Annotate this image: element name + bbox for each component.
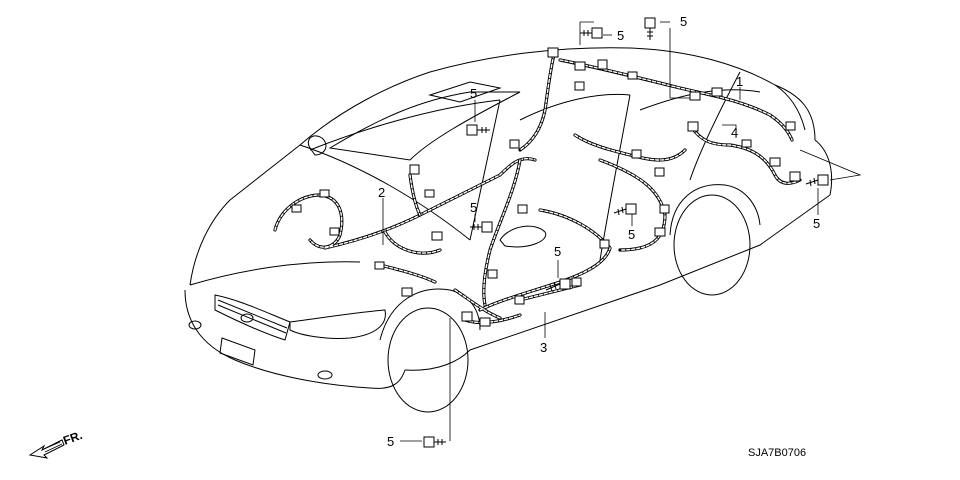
callout-3: 3 bbox=[540, 340, 547, 355]
bolt-icon bbox=[805, 174, 829, 187]
connector bbox=[785, 121, 796, 131]
connector bbox=[627, 71, 638, 80]
c-pillar bbox=[689, 71, 741, 181]
callout-5: 5 bbox=[680, 14, 687, 29]
front-wheel-arch bbox=[379, 288, 481, 341]
connectors bbox=[291, 47, 801, 327]
windshield-outline bbox=[229, 99, 501, 201]
connector bbox=[659, 204, 670, 214]
harness-4 bbox=[688, 123, 802, 185]
connector bbox=[631, 149, 642, 159]
front-label: FR. bbox=[61, 428, 84, 448]
callout-5: 5 bbox=[554, 244, 561, 259]
connector bbox=[461, 311, 473, 322]
lower-side bbox=[404, 139, 833, 371]
grille-bars bbox=[217, 299, 288, 334]
bolt-icon bbox=[580, 27, 603, 39]
connector bbox=[291, 204, 302, 213]
diagram-code: SJA7B0706 bbox=[748, 447, 806, 459]
leader-lines bbox=[382, 21, 862, 442]
grille bbox=[214, 294, 291, 341]
interior-wheel bbox=[499, 225, 547, 248]
callout-5: 5 bbox=[813, 216, 820, 231]
rear-deck bbox=[774, 84, 816, 141]
bolt-icon bbox=[470, 221, 493, 233]
windshield-glass bbox=[328, 91, 521, 161]
connector bbox=[654, 227, 666, 237]
callout-5: 5 bbox=[470, 200, 477, 215]
wire-harnesses bbox=[273, 47, 802, 327]
connector bbox=[517, 204, 528, 214]
rear-wheel-arch bbox=[669, 184, 761, 236]
connector bbox=[509, 139, 520, 149]
bolt-icon bbox=[644, 17, 656, 40]
harness-1 bbox=[518, 48, 794, 152]
connector bbox=[597, 59, 608, 70]
headlight bbox=[289, 309, 386, 339]
front-arrow-icon bbox=[28, 439, 65, 459]
rear-wheel bbox=[673, 194, 751, 296]
connector bbox=[654, 167, 665, 177]
front-direction-indicator: FR. bbox=[28, 428, 84, 459]
bolt-icon bbox=[545, 278, 571, 292]
callout-2: 2 bbox=[378, 185, 385, 200]
callout-5: 5 bbox=[617, 28, 624, 43]
connector bbox=[319, 189, 330, 198]
connector bbox=[574, 81, 585, 91]
connector bbox=[409, 164, 420, 175]
callout-5: 5 bbox=[470, 86, 477, 101]
fog-light bbox=[317, 370, 333, 380]
callout-5: 5 bbox=[387, 434, 394, 449]
connector bbox=[741, 139, 752, 148]
connector bbox=[374, 261, 385, 270]
connector bbox=[424, 189, 435, 198]
connector bbox=[574, 61, 586, 71]
emblem bbox=[240, 313, 254, 323]
b-pillar bbox=[599, 94, 631, 261]
a-pillar bbox=[469, 99, 501, 241]
callout-1: 1 bbox=[736, 74, 743, 89]
connector bbox=[599, 239, 610, 249]
connector bbox=[711, 87, 723, 97]
connector bbox=[329, 227, 340, 236]
rocker-panel bbox=[469, 194, 831, 351]
connector bbox=[487, 269, 498, 279]
door-openings bbox=[519, 89, 761, 121]
connector bbox=[401, 287, 413, 297]
front-bumper bbox=[184, 289, 406, 389]
connector bbox=[689, 91, 701, 101]
connector bbox=[571, 277, 582, 287]
connector bbox=[769, 157, 781, 167]
connector bbox=[687, 121, 699, 132]
bolt-icon bbox=[613, 203, 637, 216]
side-mirror bbox=[307, 135, 327, 156]
bolt-icon bbox=[423, 436, 446, 448]
connector bbox=[479, 317, 491, 327]
front-wheel bbox=[387, 307, 469, 413]
callouts: 1 2 3 4 5 5 5 5 5 5 5 5 bbox=[378, 14, 820, 449]
hood-outline bbox=[189, 144, 471, 286]
side-marker bbox=[188, 320, 202, 330]
connector bbox=[514, 295, 525, 305]
connector bbox=[431, 231, 443, 241]
bolt-icon bbox=[466, 124, 490, 136]
connector bbox=[789, 171, 801, 182]
bolts bbox=[423, 17, 829, 448]
sunroof bbox=[428, 81, 502, 103]
license-plate bbox=[219, 337, 256, 366]
callout-4: 4 bbox=[731, 125, 738, 140]
callout-5: 5 bbox=[628, 227, 635, 242]
connector bbox=[547, 47, 559, 58]
